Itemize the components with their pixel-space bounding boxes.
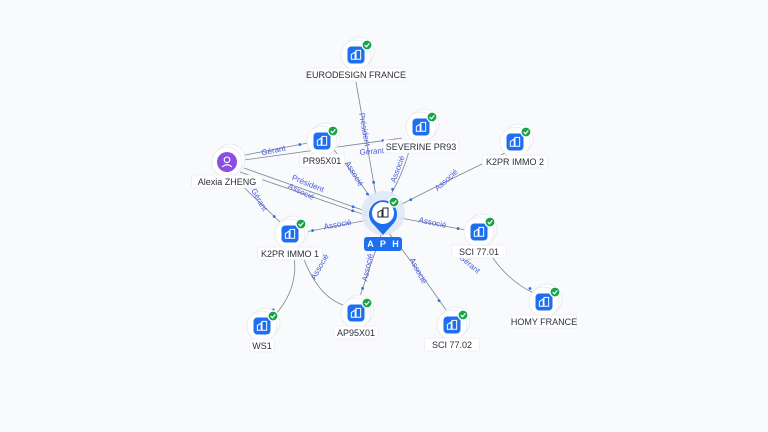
edge-arrow [437, 299, 441, 303]
verified-check-icon [361, 297, 373, 309]
node-label: SEVERINE PR93 [386, 142, 457, 152]
edge-label: Gérant [261, 143, 288, 157]
edge-label: Associé [343, 159, 366, 188]
edge-alexia-pr95x01[interactable]: Gérant [239, 142, 309, 157]
node-sci7701[interactable]: SCI 77.01 [451, 213, 507, 259]
edge-aph-sci7701[interactable]: Associé [399, 215, 467, 231]
building-icon [377, 207, 389, 218]
node-pr95x01[interactable]: PR95X01 [299, 122, 345, 168]
edge-label: Associé [433, 167, 460, 193]
verified-check-icon [484, 216, 496, 228]
edge-aph-k2pr1[interactable]: Associé [304, 218, 369, 233]
edge-line [239, 142, 309, 157]
edge-arrow [351, 209, 355, 213]
building-icon [313, 132, 331, 150]
building-icon [443, 316, 461, 334]
verified-check-icon [520, 126, 532, 138]
node-center-aph[interactable]: A P H [361, 191, 405, 251]
edge-label: Gérant [359, 146, 385, 157]
node-label: K2PR IMMO 2 [486, 157, 544, 167]
node-k2pr2[interactable]: K2PR IMMO 2 [481, 123, 549, 169]
building-icon [347, 46, 365, 64]
node-label: SCI 77.01 [459, 247, 499, 257]
edge-arrow [391, 187, 395, 191]
edge-line [304, 219, 369, 233]
verified-check-icon [361, 39, 373, 51]
verified-check-icon [457, 309, 469, 321]
building-icon [506, 133, 524, 151]
node-label: WS1 [252, 341, 272, 351]
node-eurodesign[interactable]: EURODESIGN FRANCE [306, 36, 406, 82]
edge-arrow [311, 229, 314, 232]
edge-arrow [366, 192, 369, 196]
verified-check-icon [327, 125, 339, 137]
node-label: PR95X01 [303, 156, 342, 166]
node-sci7702[interactable]: SCI 77.02 [424, 306, 480, 352]
edge-arrow [409, 198, 413, 202]
node-label: EURODESIGN FRANCE [306, 70, 406, 80]
edge-label: Associé [360, 252, 375, 282]
edge-label: Associé [408, 256, 429, 285]
node-homy[interactable]: HOMY FRANCE [511, 283, 577, 329]
node-alexia[interactable]: Alexia ZHENG [191, 143, 263, 189]
node-k2pr1[interactable]: K2PR IMMO 1 [256, 215, 324, 261]
edge-arrow [372, 180, 375, 184]
node-ap95x01[interactable]: AP95X01 [333, 294, 379, 340]
edge-line [355, 81, 377, 197]
node-severine[interactable]: SEVERINE PR93 [382, 108, 460, 154]
edge-label: Associé [418, 215, 448, 230]
edge-arrow [528, 287, 532, 290]
node-label: Alexia ZHENG [198, 177, 257, 187]
building-icon [535, 293, 553, 311]
center-node-label: A P H [367, 239, 401, 249]
building-icon [347, 304, 365, 322]
edge-line [399, 217, 467, 231]
edge-arrow [361, 286, 365, 290]
edge-arrow [298, 143, 302, 146]
verified-check-icon [267, 310, 279, 322]
node-label: SCI 77.02 [432, 340, 472, 350]
building-icon [470, 223, 488, 241]
nodes-layer: EURODESIGN FRANCE PR95X01 SEVERINE PR93K2P… [191, 36, 577, 353]
verified-check-icon [388, 196, 400, 208]
building-icon [412, 118, 430, 136]
building-icon [281, 225, 299, 243]
edge-label: Associé [389, 154, 407, 184]
edge-label: Gérant [249, 187, 269, 213]
edge-arrow [272, 215, 276, 218]
person-icon [217, 152, 237, 172]
node-label: AP95X01 [337, 328, 375, 338]
edge-line [243, 167, 369, 213]
node-label: HOMY FRANCE [511, 317, 577, 327]
node-label: K2PR IMMO 1 [261, 249, 319, 259]
edge-arrow [351, 205, 355, 209]
edge-arrow [456, 227, 460, 230]
node-ws1[interactable]: WS1 [246, 307, 281, 353]
verified-check-icon [426, 111, 438, 123]
edge-label: Associé [323, 218, 353, 232]
building-icon [253, 317, 271, 335]
verified-check-icon [549, 286, 561, 298]
verified-check-icon [295, 218, 307, 230]
